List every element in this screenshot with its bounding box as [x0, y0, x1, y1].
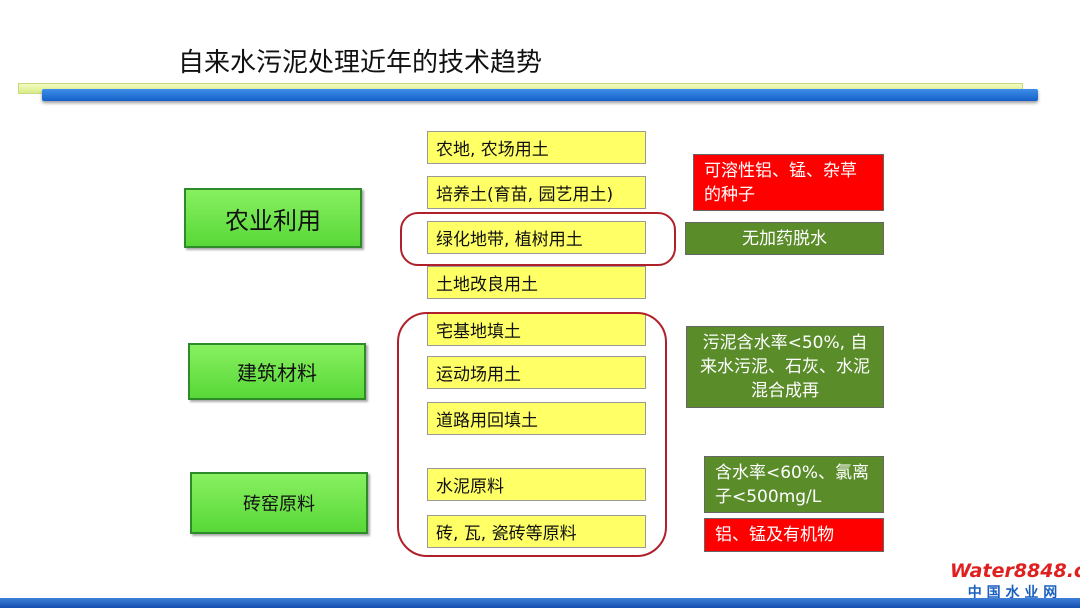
title-underline-blue: [42, 89, 1038, 101]
logo-brand: Water8848.com: [950, 560, 1080, 582]
use-item: 运动场用土: [427, 356, 646, 389]
use-item: 土地改良用土: [427, 266, 646, 299]
water8848-logo: Water8848.com 中 国 水 业 网: [950, 560, 1080, 602]
use-item: 农地, 农场用土: [427, 131, 646, 164]
note-green: 含水率<60%、氯离子<500mg/L: [704, 456, 884, 513]
use-item: 绿化地带, 植树用土: [427, 221, 646, 254]
category-agriculture: 农业利用: [184, 188, 362, 248]
note-red: 铝、锰及有机物: [704, 518, 884, 552]
note-green: 无加药脱水: [685, 222, 884, 255]
use-item: 培养土(育苗, 园艺用土): [427, 176, 646, 209]
highlight-ring-greening: [400, 212, 676, 266]
note-red: 可溶性铝、锰、杂草的种子: [693, 154, 884, 211]
use-item: 水泥原料: [427, 468, 646, 501]
logo-cn: 中 国 水 业 网: [967, 585, 1058, 601]
category-brick-kiln: 砖窑原料: [190, 472, 368, 534]
note-green: 污泥含水率<50%, 自来水污泥、石灰、水泥混合成再: [686, 326, 884, 408]
footer-bar: [0, 598, 1080, 608]
use-item: 道路用回填土: [427, 402, 646, 435]
highlight-ring-construction: [397, 312, 667, 557]
category-building-materials: 建筑材料: [188, 343, 366, 400]
slide-title: 自来水污泥处理近年的技术趋势: [178, 48, 543, 78]
use-item: 砖, 瓦, 瓷砖等原料: [427, 515, 646, 548]
